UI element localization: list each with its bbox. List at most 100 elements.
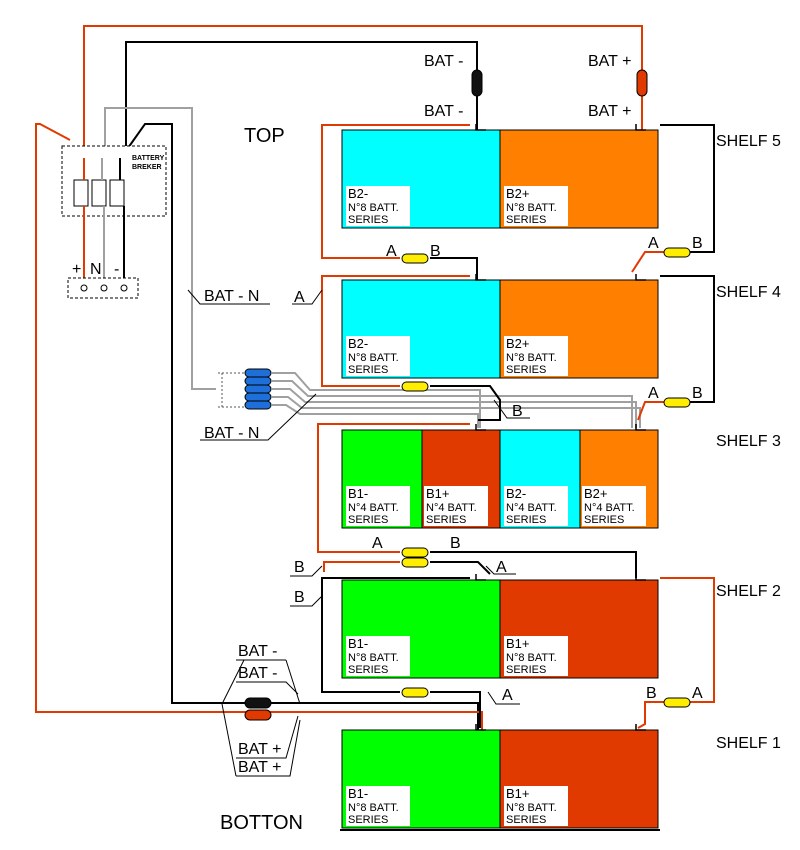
label-a-s5-left: A — [386, 243, 397, 260]
battery-s3-b1-plus[interactable]: B1+ N°4 BATT. SERIES — [421, 429, 501, 529]
svg-text:N°8 BATT.: N°8 BATT. — [506, 202, 557, 214]
svg-text:N°4 BATT.: N°4 BATT. — [584, 502, 635, 514]
fuse-bottom-pair[interactable] — [244, 697, 272, 721]
wire-s3-black-down — [430, 561, 491, 575]
connector-neutral-1[interactable] — [244, 368, 272, 378]
connector-s3-s2-upper[interactable] — [401, 547, 429, 558]
bat-minus-label-top-1: BAT - — [424, 53, 463, 70]
connector-neutral-5[interactable] — [244, 400, 272, 410]
label-a-s2-right: A — [692, 685, 703, 702]
wire-s4-right-red — [637, 401, 666, 421]
battery-s3-b2-plus[interactable]: B2+ N°4 BATT. SERIES — [579, 429, 659, 529]
bat-plus-label-top-1: BAT + — [588, 53, 631, 70]
label-b-s5-right: B — [692, 235, 703, 252]
battery-s2-b1-plus[interactable]: B1+ N°8 BATT. SERIES — [499, 579, 659, 679]
connector-s5-s4-left[interactable] — [401, 253, 429, 264]
svg-text:N°4 BATT.: N°4 BATT. — [426, 502, 477, 514]
connector-s5-s4-right[interactable] — [663, 247, 691, 258]
connector-neutral-3[interactable] — [244, 384, 272, 394]
label-a-s4-left: A — [294, 289, 305, 306]
wire-s3-red-down — [323, 561, 400, 572]
battery-terminals — [475, 124, 646, 731]
label-a-s5-right: A — [648, 235, 659, 252]
wire-black-to-bottom — [127, 123, 479, 730]
label-b-s4-mid: B — [512, 403, 523, 420]
svg-text:B1+: B1+ — [506, 636, 530, 651]
wire-neutral-bundle-5 — [272, 404, 479, 428]
svg-text:B1-: B1- — [348, 636, 368, 651]
shelf-1-label: SHELF 1 — [716, 735, 781, 752]
battery-s1-b1-plus[interactable]: B1+ N°8 BATT. SERIES — [499, 729, 659, 829]
shelf-2-label: SHELF 2 — [716, 583, 781, 600]
shelf-3-label: SHELF 3 — [716, 433, 781, 450]
svg-text:B1-: B1- — [348, 486, 368, 501]
svg-text:B2-: B2- — [348, 186, 368, 201]
wire-s2-red-right — [660, 577, 715, 703]
battery-s4-b2-minus[interactable]: B2- N°8 BATT. SERIES — [341, 279, 501, 379]
connector-s4-s3-left[interactable] — [401, 381, 429, 392]
connector-neutral-2[interactable] — [244, 376, 272, 386]
battery-s2-b1-minus[interactable]: B1- N°8 BATT. SERIES — [341, 579, 501, 679]
bat-minus-label-bottom-1: BAT - — [238, 643, 277, 660]
fuse-top-red[interactable] — [636, 69, 648, 97]
connector-s2-s1-right[interactable] — [663, 697, 691, 708]
label-b-s5-left: B — [430, 243, 441, 260]
battery-s5-b2-plus[interactable]: B2+ N°8 BATT. SERIES — [499, 129, 659, 229]
svg-text:N°8 BATT.: N°8 BATT. — [348, 652, 399, 664]
shelf-5-label: SHELF 5 — [716, 133, 781, 150]
terminal-minus: - — [114, 261, 119, 278]
wire-s5-red-a — [321, 124, 470, 259]
battery-s4-b2-plus[interactable]: B2+ N°8 BATT. SERIES — [499, 279, 659, 379]
wire-s5-right-red — [631, 251, 666, 273]
svg-text:N°8 BATT.: N°8 BATT. — [506, 652, 557, 664]
battery-s3-b2-minus[interactable]: B2- N°4 BATT. SERIES — [499, 429, 581, 529]
label-leaders — [187, 289, 530, 777]
svg-text:SERIES: SERIES — [584, 514, 624, 526]
breaker-label-2: BREKER — [132, 164, 162, 171]
svg-text:N°8 BATT.: N°8 BATT. — [506, 802, 557, 814]
bat-n-label-2: BAT - N — [204, 425, 259, 442]
battery-s1-b1-minus[interactable]: B1- N°8 BATT. SERIES — [341, 729, 501, 829]
connector-s4-s3-right[interactable] — [663, 397, 691, 408]
bottom-label: BOTTON — [220, 812, 303, 834]
svg-text:SERIES: SERIES — [506, 364, 546, 376]
svg-text:N°4 BATT.: N°4 BATT. — [348, 502, 399, 514]
wire-s4-right — [660, 275, 715, 403]
svg-text:SERIES: SERIES — [348, 514, 388, 526]
wire-neutral-bundle-2 — [272, 380, 633, 428]
wire-s2-left — [321, 577, 470, 693]
svg-text:SERIES: SERIES — [348, 664, 388, 676]
svg-text:SERIES: SERIES — [506, 814, 546, 826]
label-b-s3-left-2: B — [294, 589, 305, 606]
connector-s2-s1-left[interactable] — [401, 687, 429, 698]
label-a-s4-right: A — [648, 385, 659, 402]
fuse-top-black[interactable] — [471, 69, 483, 97]
svg-text:SERIES: SERIES — [506, 514, 546, 526]
connector-s3-s2-lower[interactable] — [401, 557, 429, 568]
bat-plus-label-bottom-2: BAT + — [238, 759, 281, 776]
breaker-label-1: BATTERY — [132, 155, 165, 162]
wire-s3-black-right — [430, 551, 637, 578]
terminal-block[interactable]: + N - — [67, 261, 139, 299]
svg-text:B2-: B2- — [348, 336, 368, 351]
connector-neutral-4[interactable] — [244, 392, 272, 402]
battery-s5-b2-minus[interactable]: B2- N°8 BATT. SERIES — [341, 129, 501, 229]
label-a-s3-top: A — [372, 535, 383, 552]
connectors — [244, 247, 691, 708]
terminal-plus: + — [72, 261, 81, 278]
wire-red-to-bottom — [35, 123, 483, 730]
wire-s4-black — [430, 385, 501, 421]
battery-boxes: B2- N°8 BATT. SERIES B2+ N°8 BATT. SERIE… — [341, 129, 659, 829]
battery-breaker[interactable]: BATTERY BREKER — [61, 145, 167, 282]
svg-text:SERIES: SERIES — [348, 814, 388, 826]
label-b-s3-top: B — [450, 535, 461, 552]
svg-text:N°8 BATT.: N°8 BATT. — [348, 802, 399, 814]
svg-text:B1+: B1+ — [426, 486, 450, 501]
svg-text:B2-: B2- — [506, 486, 526, 501]
wire-s2-black — [430, 691, 481, 728]
wire-s5-right — [660, 124, 715, 253]
battery-s3-b1-minus[interactable]: B1- N°4 BATT. SERIES — [341, 429, 423, 529]
wire-neutral-bundle-3 — [272, 388, 637, 428]
terminal-n: N — [90, 261, 102, 278]
